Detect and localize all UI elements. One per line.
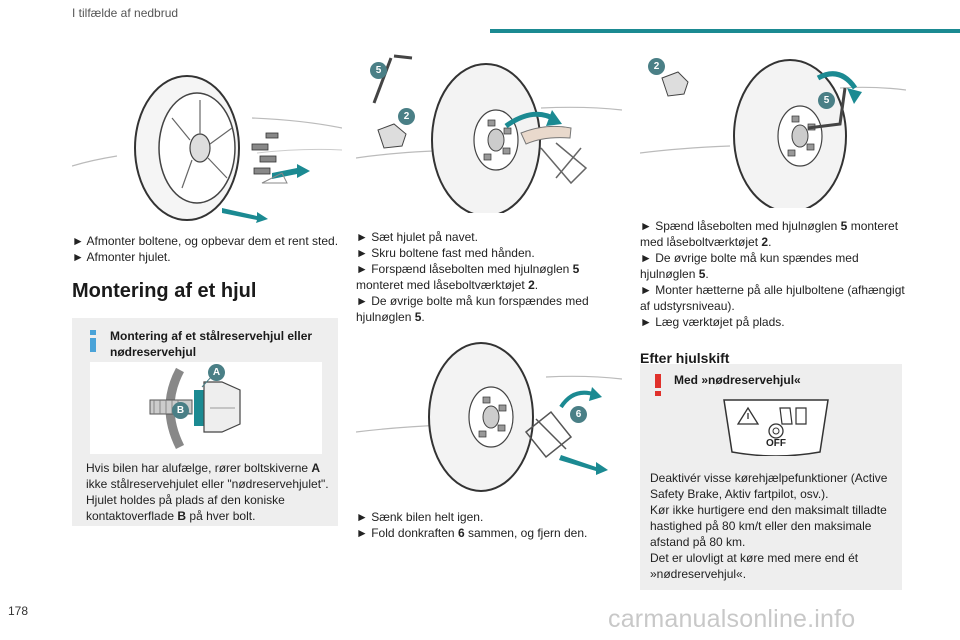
column-3: 2 5 ► Spænd låsebolten med hjulnøglen 5 …: [640, 48, 906, 366]
callout-2: 2: [648, 58, 665, 75]
warning-text: Det er ulovligt at køre med mere end ét …: [650, 551, 859, 581]
step-text: ► Afmonter hjulet.: [72, 250, 171, 264]
info-text: ikke stålreservehjulet eller "nødreserve…: [86, 477, 329, 523]
callout-5: 5: [818, 92, 835, 109]
remove-bolt-steps: ► Afmonter boltene, og opbevar dem et re…: [72, 233, 342, 265]
step-text: ► Sænk bilen helt igen.: [356, 510, 484, 524]
mount-steps: ► Sæt hjulet på navet. ► Skru boltene fa…: [356, 229, 622, 325]
step-text: ► De øvrige bolte må kun spændes med hju…: [640, 251, 859, 281]
figure-mount-wheel: [356, 54, 622, 213]
header-title: I tilfælde af nedbrud: [72, 6, 179, 20]
info-box-spare-wheel: Montering af et stålreservehjul eller nø…: [72, 318, 338, 526]
column-1: ► Afmonter boltene, og opbevar dem et re…: [72, 48, 342, 303]
off-label: OFF: [766, 438, 786, 449]
tighten-steps: ► Spænd låsebolten med hjulnøglen 5 mont…: [640, 218, 906, 330]
warning-text: Kør ikke hurtigere end den maksimalt til…: [650, 503, 887, 549]
callout-a: A: [208, 364, 225, 381]
jack-steps: ► Sænk bilen helt igen. ► Fold donkrafte…: [356, 509, 622, 541]
info-box-text: Hvis bilen har alufælge, rører boltskive…: [86, 460, 330, 524]
callout-5: 5: [370, 62, 387, 79]
figure-remove-bolts: [72, 75, 342, 223]
step-text: ► Spænd låsebolten med hjulnøglen 5 mont…: [640, 219, 899, 249]
warning-icon: [652, 374, 664, 396]
figure-bolt-detail: A B: [90, 362, 322, 454]
step-text: ► Læg værktøjet på plads.: [640, 315, 785, 329]
callout-2: 2: [398, 108, 415, 125]
step-text: ► Sæt hjulet på navet.: [356, 230, 478, 244]
section-title-mounting: Montering af et hjul: [72, 280, 257, 302]
figure-tighten-bolts: [640, 59, 906, 208]
info-icon: [86, 330, 100, 352]
info-bold: A: [311, 461, 321, 475]
info-text: Hvis bilen har alufælge, rører boltskive…: [86, 461, 312, 475]
step-text: ► Fold donkraften 6 sammen, og fjern den…: [356, 526, 588, 540]
column-2: 5 2 ► Sæt hjulet på navet. ► Skru bolten…: [356, 48, 622, 541]
step-text: ► Monter hætterne på alle hjulboltene (a…: [640, 283, 905, 313]
header-accent-bar: [490, 29, 960, 33]
warning-text: Deaktivér visse kørehjælpefunktioner (Ac…: [650, 471, 888, 501]
callout-6: 6: [570, 406, 587, 423]
section-title-after-change: Efter hjulskift: [640, 350, 730, 366]
step-text: ► Afmonter boltene, og opbevar dem et re…: [72, 234, 339, 248]
step-text: ► Skru boltene fast med hånden.: [356, 246, 535, 260]
info-bold: B: [177, 509, 187, 523]
figure-dashboard-switch: OFF: [720, 396, 832, 456]
page-number: 178: [8, 604, 29, 618]
warning-box-text: Deaktivér visse kørehjælpefunktioner (Ac…: [650, 470, 896, 582]
step-text: ► Forspænd låsebolten med hjulnøglen 5 m…: [356, 262, 580, 292]
warning-box-spare-wheel: Med »nødreservehjul« OFF Deaktivér visse…: [640, 364, 902, 590]
info-text: på hver bolt.: [186, 509, 256, 523]
figure-lower-jack: [356, 342, 622, 492]
info-box-title: Montering af et stålreservehjul eller nø…: [110, 329, 313, 359]
warning-box-title: Med »nødreservehjul«: [674, 373, 801, 387]
callout-b: B: [172, 402, 189, 419]
step-text: ► De øvrige bolte må kun forspændes med …: [356, 294, 589, 324]
watermark: carmanualsonline.info: [608, 605, 856, 633]
